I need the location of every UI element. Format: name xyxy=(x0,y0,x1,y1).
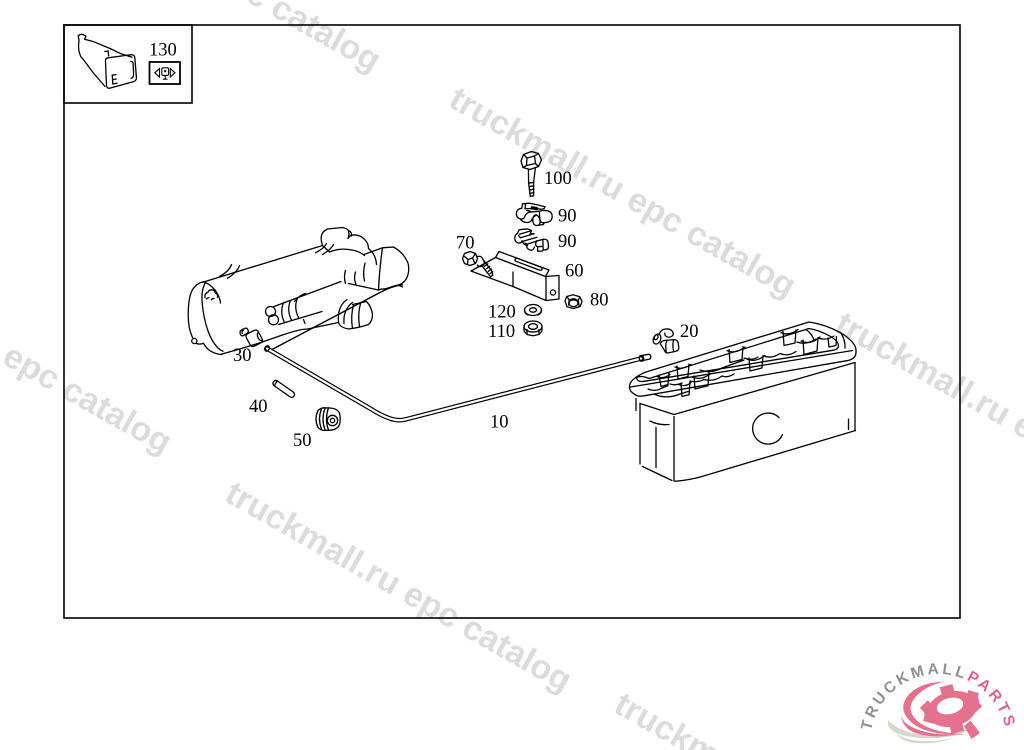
svg-text:40: 40 xyxy=(249,397,268,417)
svg-text:130: 130 xyxy=(149,41,177,61)
svg-text:90: 90 xyxy=(558,207,577,227)
svg-text:90: 90 xyxy=(558,232,577,252)
svg-text:20: 20 xyxy=(680,322,699,342)
svg-text:100: 100 xyxy=(544,169,572,189)
svg-text:30: 30 xyxy=(233,346,252,366)
svg-text:10: 10 xyxy=(490,413,509,433)
svg-text:60: 60 xyxy=(565,262,584,282)
svg-text:50: 50 xyxy=(293,431,312,451)
svg-text:120: 120 xyxy=(488,303,516,323)
svg-text:80: 80 xyxy=(590,291,609,311)
svg-text:70: 70 xyxy=(456,234,475,254)
svg-text:110: 110 xyxy=(488,322,515,342)
